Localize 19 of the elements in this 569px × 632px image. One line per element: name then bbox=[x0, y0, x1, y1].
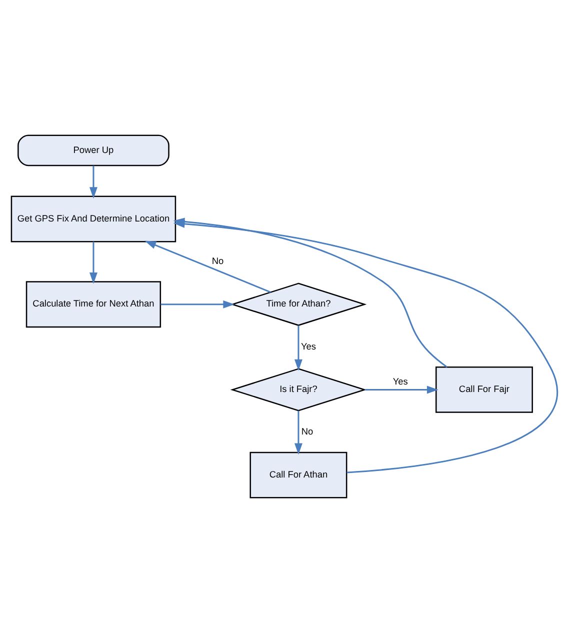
node-box: Call For Athan bbox=[250, 451, 348, 498]
edge-label: Yes bbox=[301, 340, 316, 351]
arrow bbox=[160, 300, 235, 308]
node-box: Calculate Time for Next Athan bbox=[26, 280, 162, 328]
edge-label: No bbox=[301, 426, 314, 436]
edge-label: Yes bbox=[392, 376, 408, 386]
node-box: Power Up bbox=[18, 134, 170, 166]
arrow bbox=[364, 385, 438, 394]
arrow bbox=[144, 240, 271, 292]
arrow bbox=[294, 324, 302, 370]
arrow bbox=[89, 241, 98, 284]
node-diamond: Is it Fajr? bbox=[230, 368, 367, 411]
arrow bbox=[173, 219, 558, 473]
node-box: Get GPS Fix And Determine Location bbox=[10, 195, 176, 242]
edge-label: No bbox=[212, 256, 224, 266]
node-box: Call For Fajr bbox=[435, 366, 533, 412]
arrow bbox=[294, 410, 302, 454]
arrow bbox=[89, 165, 98, 198]
node-diamond: Time for Athan? bbox=[230, 282, 367, 326]
